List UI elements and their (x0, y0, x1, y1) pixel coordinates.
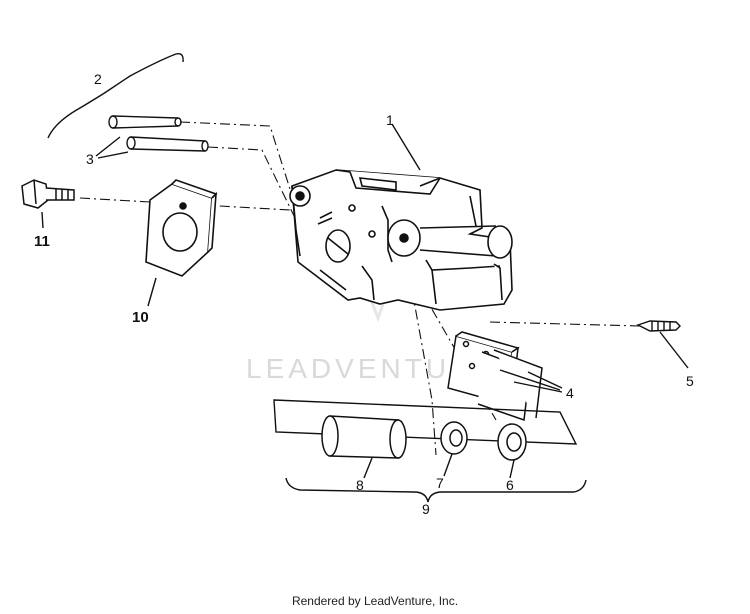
sleeve-8 (321, 415, 407, 459)
bracket-2 (47, 52, 184, 139)
leader-11 (41, 211, 44, 229)
plate-10 (145, 179, 218, 277)
pin-upper (108, 115, 182, 129)
callout-4: 4 (566, 385, 574, 401)
callout-8: 8 (356, 477, 364, 493)
leader-4 (499, 369, 563, 393)
screw-5 (636, 320, 681, 332)
callout-7: 7 (436, 475, 444, 491)
callout-5: 5 (686, 373, 694, 389)
footer-credit: Rendered by LeadVenture, Inc. (291, 594, 459, 608)
washer-6 (497, 423, 527, 461)
pin-lower (126, 136, 209, 152)
bolt-11 (21, 179, 75, 209)
callout-6: 6 (506, 477, 514, 493)
leader-5 (659, 331, 689, 369)
leader-10 (147, 277, 157, 307)
leader-1 (391, 123, 421, 171)
housing-1 (289, 169, 513, 311)
callout-2: 2 (94, 71, 102, 87)
callout-10: 10 (132, 309, 149, 326)
leader-7 (443, 453, 453, 477)
callout-11: 11 (34, 233, 50, 250)
plate-9 (273, 399, 578, 445)
leader-8 (363, 457, 373, 479)
washer-7 (440, 421, 468, 455)
leader-3 (95, 136, 129, 159)
callout-1: 1 (386, 112, 394, 128)
pads-4 (447, 331, 543, 422)
bracket-9 (285, 477, 587, 503)
leader-6 (509, 459, 515, 479)
callout-9: 9 (422, 501, 430, 517)
callout-3: 3 (86, 151, 94, 167)
